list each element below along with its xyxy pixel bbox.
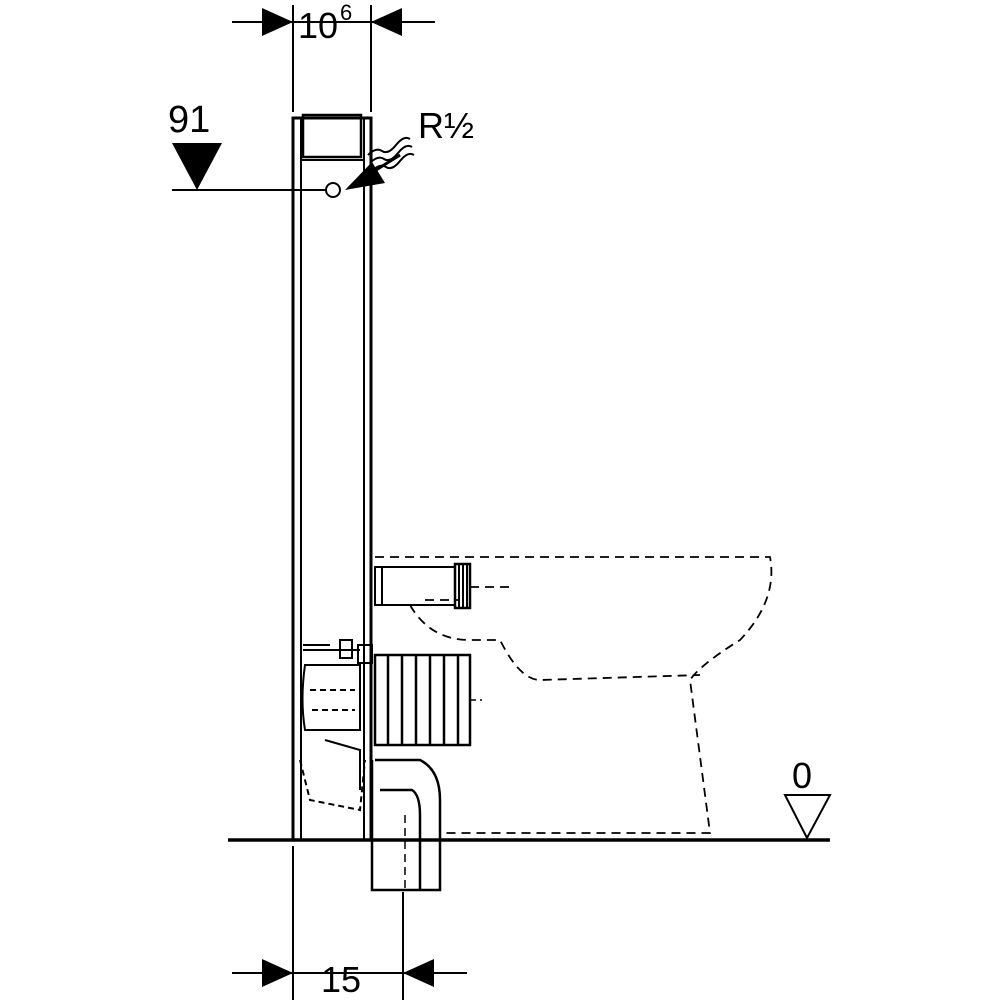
dimension-arrow-icon bbox=[371, 8, 402, 36]
floor-level-marker-icon bbox=[783, 794, 832, 841]
thread-label: R½ bbox=[418, 105, 474, 146]
inlet-pipe bbox=[374, 562, 472, 610]
dimension-arrow-icon bbox=[262, 8, 293, 36]
toilet-outline bbox=[375, 556, 773, 834]
wavy-lines-icon bbox=[367, 136, 415, 172]
water-connection-icon bbox=[325, 182, 341, 198]
bottom-offset-label: 15 bbox=[321, 959, 361, 1000]
top-width-superscript: 6 bbox=[340, 0, 352, 25]
supply-height-label: 91 bbox=[168, 99, 210, 141]
flush-fittings bbox=[299, 639, 373, 812]
floor-level-label: 0 bbox=[792, 755, 812, 796]
dimension-arrow-icon bbox=[403, 959, 434, 987]
top-width-value: 10 bbox=[298, 5, 338, 46]
dimension-arrow-icon bbox=[262, 959, 293, 987]
level-marker-icon bbox=[172, 143, 222, 190]
drain-connector bbox=[373, 653, 482, 747]
sanitary-panel bbox=[291, 113, 373, 842]
outlet-bend bbox=[370, 758, 442, 892]
